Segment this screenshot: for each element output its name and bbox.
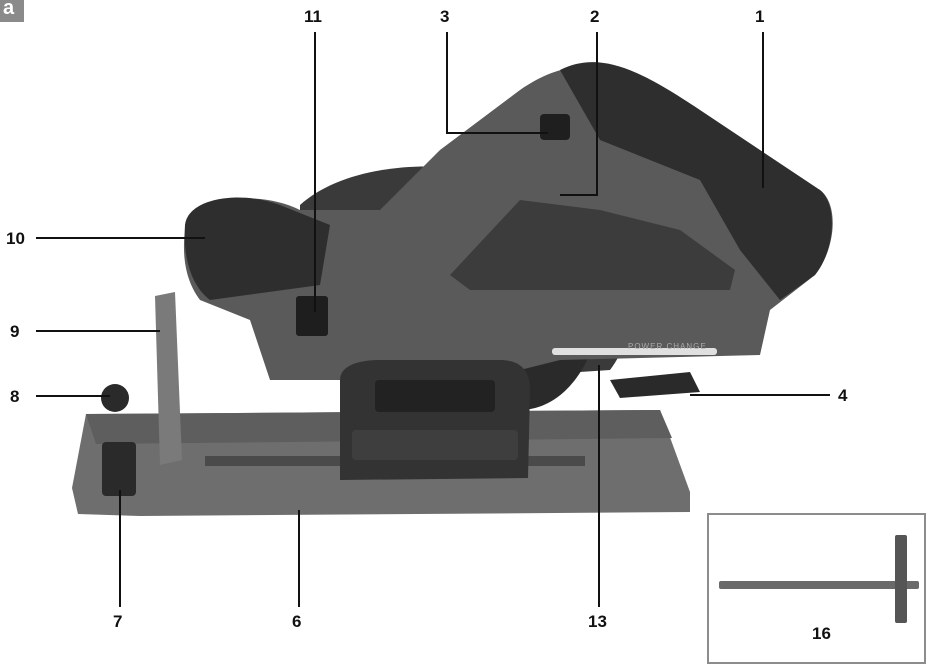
- parallel-guide-illustration: [719, 535, 919, 623]
- callout-8: 8: [10, 387, 20, 406]
- guide-bar-13: [552, 348, 717, 355]
- leader-3: [446, 32, 548, 134]
- lower-housing-block: [340, 360, 530, 480]
- callout-16: 16: [812, 624, 831, 643]
- knob-8: [101, 384, 129, 412]
- callout-1: 1: [755, 7, 765, 26]
- callout-9: 9: [10, 322, 20, 341]
- callout-lines: [36, 32, 830, 620]
- guide-rail: [719, 581, 919, 589]
- figure-tag: a: [0, 0, 24, 22]
- leader-2: [560, 32, 598, 196]
- callout-7: 7: [113, 612, 123, 631]
- callout-6: 6: [292, 612, 302, 631]
- callout-10: 10: [6, 229, 25, 248]
- callout-13: 13: [588, 612, 607, 631]
- callout-3: 3: [440, 7, 450, 26]
- guide-fence: [895, 535, 907, 623]
- callout-11: 11: [304, 7, 322, 26]
- depth-lever-4: [610, 372, 700, 398]
- callout-4: 4: [838, 386, 848, 405]
- brand-text: POWER CHANGE: [628, 342, 707, 351]
- handle-opening: [450, 200, 735, 290]
- front-knob: [184, 197, 330, 300]
- lever-11: [296, 296, 328, 336]
- housing-vent-1: [375, 380, 495, 412]
- switch-3: [540, 114, 570, 140]
- clamp-7: [102, 442, 136, 496]
- accessory-inset: [707, 513, 926, 664]
- handle-grip: [560, 62, 832, 301]
- callout-2: 2: [590, 7, 600, 26]
- housing-vent-2: [352, 430, 518, 460]
- bevel-scale-9: [155, 292, 182, 465]
